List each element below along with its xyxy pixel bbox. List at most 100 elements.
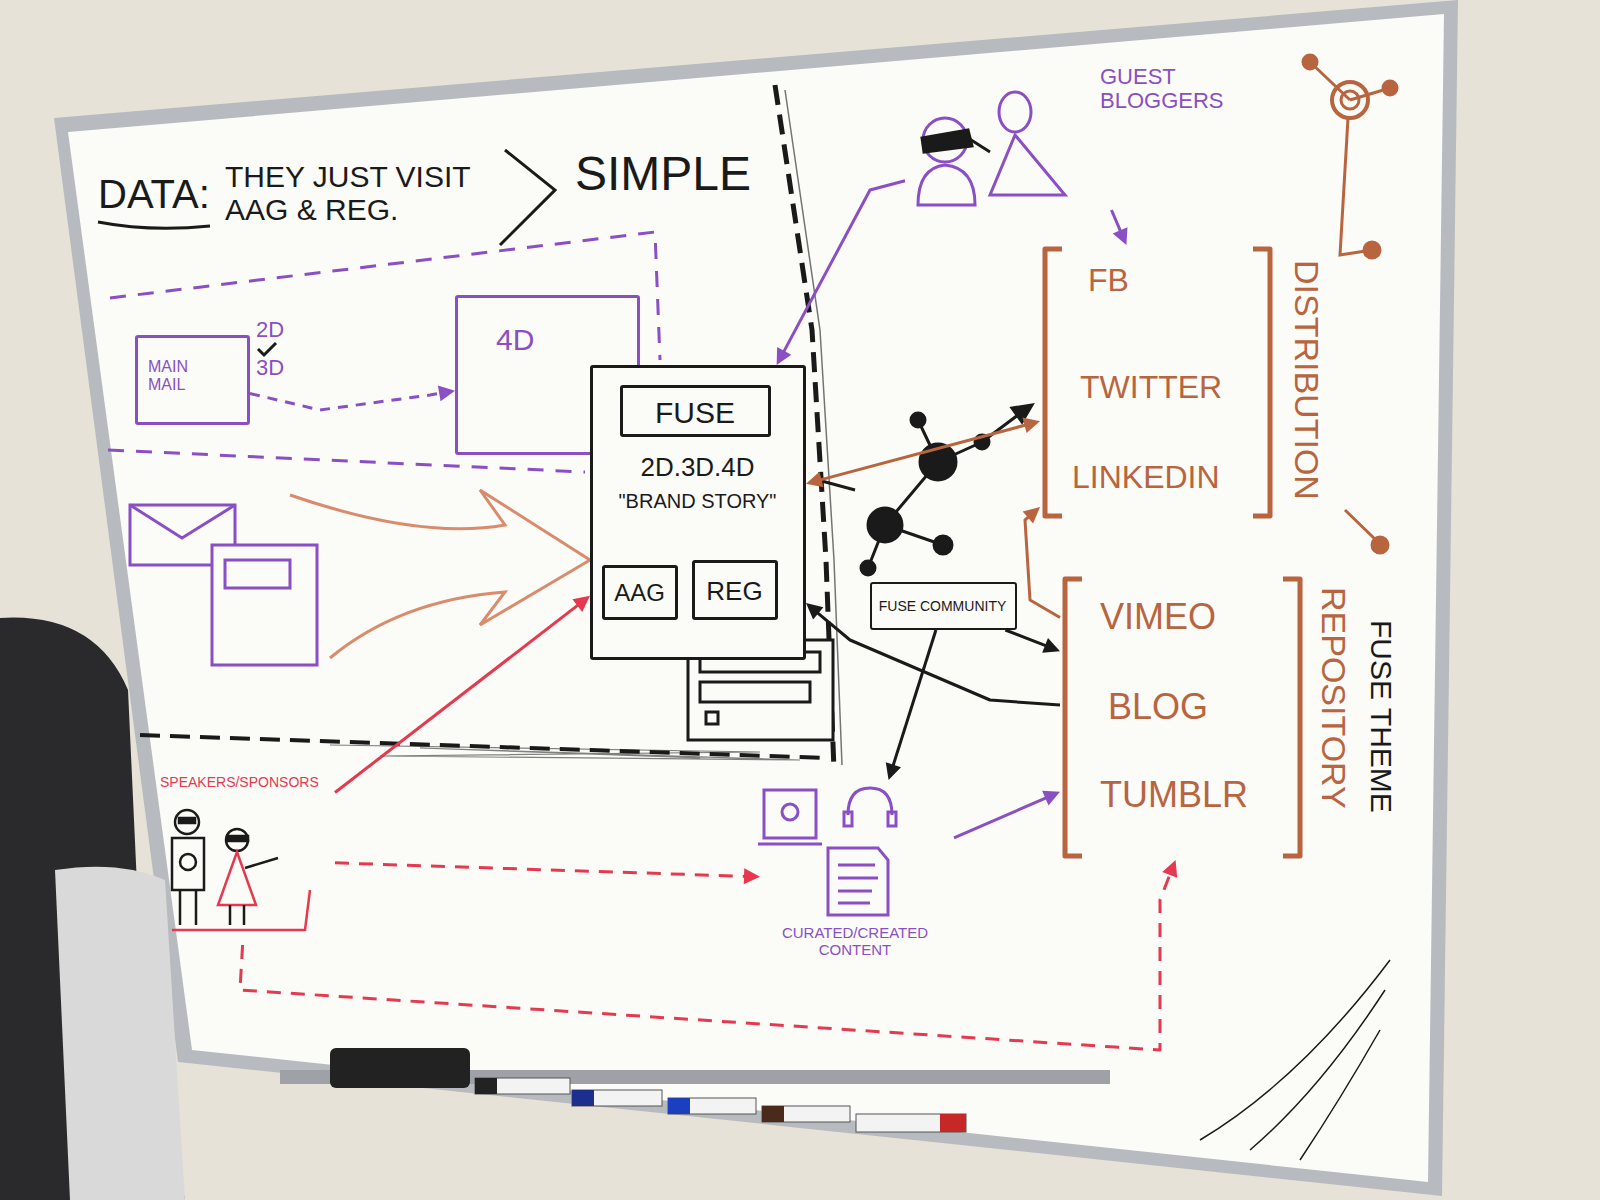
- group-heading: DISTRIBUTION: [1288, 260, 1325, 500]
- connector-line: [335, 603, 580, 792]
- board-frame: [54, 0, 1458, 1196]
- marker-tray: [856, 1114, 966, 1132]
- arrowhead: [744, 868, 760, 884]
- big-outline-arrow: [290, 490, 590, 658]
- dimension-tag: 2D: [256, 318, 284, 342]
- distribution-bracket: FBTWITTERLINKEDINDISTRIBUTION: [1040, 245, 1330, 520]
- share-molecule: [1372, 537, 1388, 553]
- speaker-figures: [172, 890, 310, 930]
- node-label: 2D.3D.4D: [593, 453, 802, 482]
- connector: [954, 791, 1060, 838]
- node-label: BLOG: [1108, 687, 1208, 727]
- marker-tray: [330, 1048, 470, 1088]
- speaker-figures: [228, 836, 248, 841]
- blogger-figures: [990, 135, 1065, 195]
- content-icons: [844, 812, 852, 826]
- share-molecule: [1341, 91, 1359, 109]
- connector-line: [818, 424, 1029, 480]
- chevron: [500, 150, 555, 245]
- content-icons: [764, 790, 816, 838]
- marker-tray: [475, 1078, 497, 1094]
- network-molecule: [934, 536, 952, 554]
- corner-scribble: [1200, 960, 1390, 1160]
- node-label: CURATED/CREATED CONTENT: [760, 925, 950, 958]
- button-box: AAG: [602, 565, 678, 620]
- fuse-site-box: 2D.3D.4D "BRAND STORY" FUSE AAG REG: [590, 365, 806, 660]
- connector-line: [892, 630, 936, 769]
- speaker-figures: [180, 854, 196, 870]
- mail-icons: [225, 560, 290, 588]
- arrowhead: [438, 386, 455, 402]
- underline: [98, 222, 210, 228]
- fuse-tab: FUSE: [620, 385, 771, 437]
- person: [55, 867, 185, 1200]
- marker-tray: [940, 1114, 966, 1132]
- node-label: GUEST BLOGGERS: [1100, 65, 1250, 113]
- blogger-figures: [968, 138, 990, 152]
- marker-tray: [572, 1090, 594, 1106]
- connector-line: [782, 181, 905, 355]
- marker-tray: [668, 1098, 756, 1114]
- network-molecule: [861, 561, 875, 575]
- blogger-figures: [918, 92, 1065, 205]
- connector-line: [335, 863, 748, 877]
- check-mark: [258, 343, 276, 355]
- arrowhead: [1162, 860, 1177, 878]
- content-group: CURATED/CREATED CONTENT: [760, 780, 954, 980]
- content-icons: [888, 812, 896, 826]
- speaker-figures: [175, 810, 199, 834]
- arrowhead: [806, 603, 823, 619]
- connector: [886, 630, 936, 780]
- note: SIMPLE: [575, 148, 751, 201]
- blogger-figures: [918, 165, 975, 205]
- connector-line: [240, 871, 1171, 1050]
- share-molecule: [1303, 55, 1317, 69]
- connector: [335, 863, 760, 884]
- node-label: VIMEO: [1100, 597, 1216, 637]
- divider-line: [140, 85, 842, 770]
- node-label: REG: [695, 577, 774, 606]
- speaker-figures: [172, 810, 310, 930]
- connector: [1005, 630, 1060, 653]
- blogger-figures: [922, 130, 972, 152]
- node-label: LINKEDIN: [1072, 460, 1220, 495]
- share-molecule: [1383, 81, 1397, 95]
- node-label: SPEAKERS/SPONSORS: [160, 775, 319, 790]
- bracket: [1045, 249, 1270, 516]
- marker-tray: [668, 1098, 690, 1114]
- arrowhead: [1023, 507, 1040, 523]
- group-heading: REPOSITORY: [1315, 587, 1352, 809]
- speaker-figures: [218, 852, 256, 905]
- connector-line: [954, 797, 1049, 838]
- content-icons: [782, 804, 798, 820]
- connector: [335, 596, 590, 793]
- node-label: FUSE COMMUNITY: [872, 599, 1013, 614]
- dashed-zone-line: [108, 232, 660, 472]
- arrowhead: [1042, 638, 1060, 653]
- arrowhead: [1113, 227, 1128, 245]
- connector: [806, 418, 1040, 488]
- node-label: "BRAND STORY": [593, 490, 802, 512]
- note: THEY JUST VISIT AAG & REG.: [225, 160, 505, 226]
- mail-icons: [130, 505, 317, 665]
- blogger-figures: [999, 92, 1031, 132]
- person: [0, 618, 185, 1200]
- connector-line: [1005, 630, 1048, 647]
- marker-tray: [475, 1078, 570, 1094]
- content-icons: [838, 865, 878, 903]
- arrowhead: [777, 347, 792, 365]
- form-panel: [706, 712, 718, 724]
- node-label: TUMBLR: [1100, 775, 1248, 815]
- community-box: FUSE COMMUNITY: [870, 582, 1017, 630]
- node-label: 4D: [496, 323, 534, 356]
- speaker-figures: [180, 890, 196, 925]
- corner-scribble: [1200, 960, 1390, 1160]
- connector: [240, 860, 1177, 1050]
- share-molecule: [1332, 82, 1368, 118]
- marker-tray: [572, 1090, 662, 1106]
- share-molecule: [1364, 242, 1380, 258]
- board-surface: [68, 14, 1444, 1182]
